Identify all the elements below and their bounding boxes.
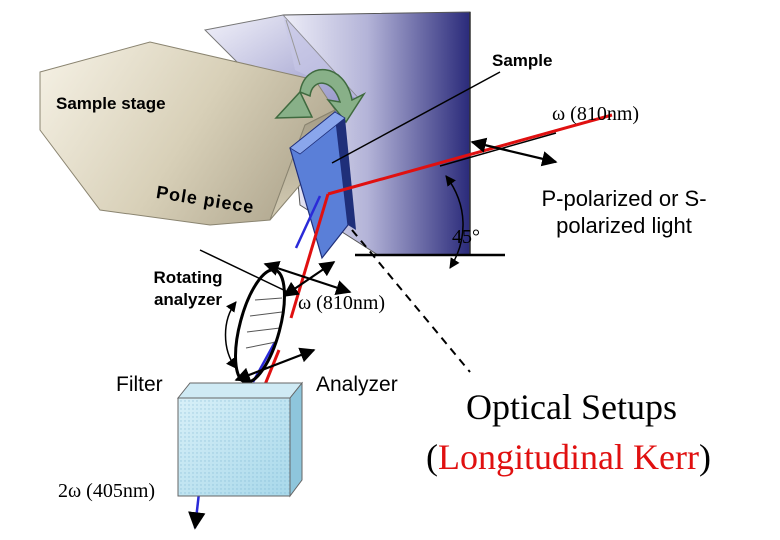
second-harmonic-label: 2ω (405nm) bbox=[58, 480, 156, 502]
rotating-analyzer-label-line2: analyzer bbox=[153, 290, 223, 309]
incident-wavelength-label: ω (810nm) bbox=[552, 103, 640, 125]
polarization-label: P-polarized or S- polarized light bbox=[509, 185, 739, 239]
incidence-angle-label: 45° bbox=[452, 226, 480, 248]
reflected-wavelength-label: ω (810nm) bbox=[298, 292, 386, 314]
polarization-arrows bbox=[234, 137, 558, 383]
reference-lines bbox=[351, 175, 505, 373]
sample-label: Sample bbox=[492, 51, 553, 70]
polarization-label-line1: P-polarized or S- bbox=[541, 186, 707, 211]
analyzer-label: Analyzer bbox=[316, 373, 398, 396]
filter-block bbox=[176, 381, 304, 498]
rotation-arrow-icon bbox=[274, 68, 367, 124]
sample-plate bbox=[289, 110, 356, 260]
rotating-analyzer-label-line1: Rotating bbox=[153, 268, 223, 287]
title-line1: Optical Setups bbox=[466, 387, 677, 427]
polarization-label-line2: polarized light bbox=[556, 213, 692, 238]
title-close-paren: ) bbox=[698, 437, 711, 477]
title-open-paren: ( bbox=[426, 437, 438, 477]
filter-label: Filter bbox=[116, 373, 163, 396]
rotating-analyzer bbox=[224, 268, 286, 384]
sample-stage-label: Sample stage bbox=[56, 94, 166, 113]
title-line2: (Longitudinal Kerr) bbox=[426, 436, 711, 478]
rotating-analyzer-label: Rotating analyzer bbox=[143, 267, 233, 311]
title-kerr-text: Longitudinal Kerr bbox=[438, 437, 699, 477]
